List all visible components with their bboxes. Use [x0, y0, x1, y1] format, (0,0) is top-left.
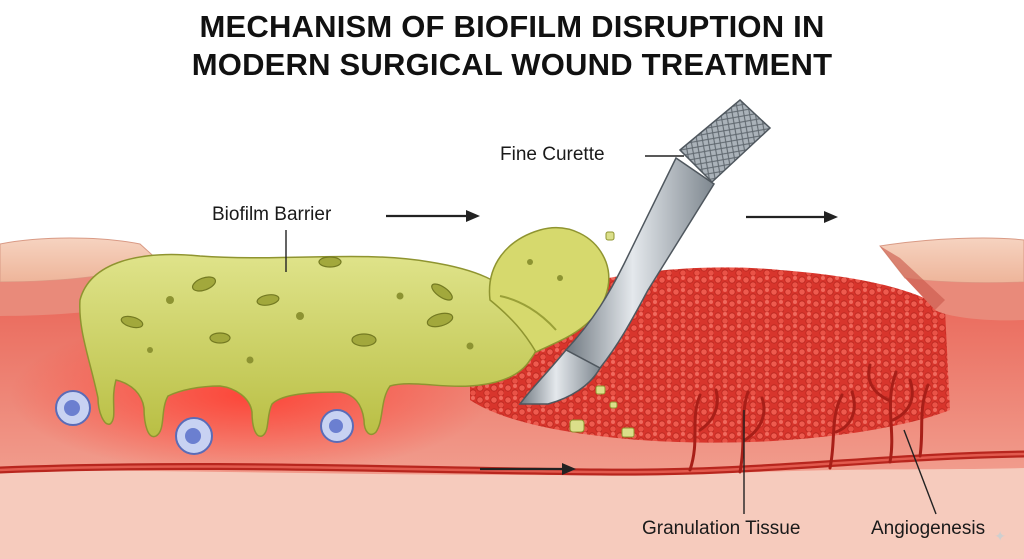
angiogenesis-vessels [688, 363, 930, 474]
diagram-title-line2: MODERN SURGICAL WOUND TREATMENT [191, 47, 833, 82]
biofilm-sheet [79, 253, 540, 438]
label-angiogenesis: Angiogenesis [871, 518, 986, 539]
diagram-title-line1: MECHANISM OF BIOFILM DISRUPTION IN [199, 9, 825, 44]
immune-cell [55, 390, 91, 426]
skin-band-right [905, 278, 1024, 321]
immune-cell [320, 409, 354, 443]
curette-instrument [518, 99, 772, 405]
sparkle-icon: ✦ [994, 528, 1006, 544]
label-fine-curette: Fine Curette [500, 144, 605, 165]
immune-cell [175, 417, 213, 455]
arrow-right-icon [386, 210, 480, 222]
leader-angiogenesis [903, 429, 937, 515]
immune-cells [55, 390, 354, 455]
biofilm-barrier [79, 227, 635, 438]
label-granulation-tissue: Granulation Tissue [642, 518, 801, 539]
biofilm-flap [488, 227, 610, 353]
arrow-right-icon [746, 211, 838, 223]
curette-blade [518, 349, 602, 405]
arrow-right-icon [480, 463, 576, 475]
leader-lines [285, 155, 937, 515]
curette-handle [678, 99, 772, 184]
label-biofilm-barrier: Biofilm Barrier [212, 204, 332, 225]
flow-arrows [386, 210, 838, 475]
